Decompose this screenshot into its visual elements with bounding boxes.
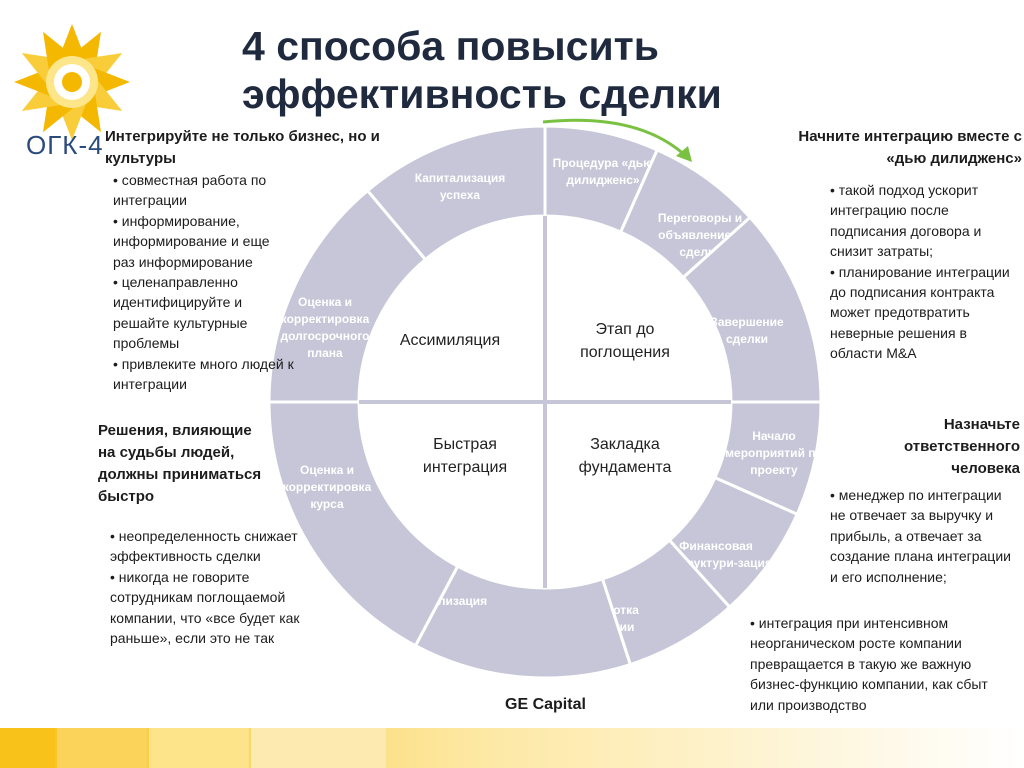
slide-title: 4 способа повысить эффективность сделки: [242, 23, 722, 117]
tip-fast-decisions-bullet: • неопределенность снижает эффективность…: [110, 528, 298, 565]
tip-business-function: • интеграция при интенсивном неорганичес…: [750, 613, 1015, 715]
tip-fast-decisions-heading: Решения, влияющие на судьбы людей, должн…: [98, 422, 262, 505]
sun-logo-icon: [14, 24, 130, 140]
tip-culture-bullet: • совместная работа по интеграции: [113, 172, 267, 209]
arrow-head-icon: [676, 146, 692, 162]
tip-culture-bullet: • целенаправленно идентифицируйте и реша…: [113, 274, 248, 352]
tip-business-function-bullet: • интеграция при интенсивном неорганичес…: [750, 615, 988, 713]
tip-responsible: • менеджер по интеграции не отвечает за …: [830, 485, 1015, 587]
tip-fast-decisions: • неопределенность снижает эффективность…: [110, 526, 300, 648]
tip-culture: Интегрируйте не только бизнес, но и куль…: [105, 126, 405, 394]
logo-text: ОГК-4: [26, 130, 104, 160]
tip-culture-heading: Интегрируйте не только бизнес, но и куль…: [105, 128, 380, 167]
tip-due-diligence-bullet: • такой подход ускорит интеграцию после …: [830, 182, 982, 260]
tip-culture-bullet: • привлеките много людей к интеграции: [113, 355, 294, 393]
footer-bar: [0, 728, 1024, 768]
tip-due-diligence-heading: Начните интеграцию вместе с «дью дилидже…: [798, 128, 1022, 167]
tip-due-diligence: • такой подход ускорит интеграцию после …: [830, 180, 1015, 364]
tip-responsible-bullet: • менеджер по интеграции не отвечает за …: [830, 487, 1011, 585]
tip-culture-bullet: • информирование, информирование и еще р…: [113, 212, 270, 270]
tip-due-diligence-bullet: • планирование интеграции до подписания …: [830, 263, 1010, 362]
ring-segment: [365, 124, 547, 262]
quadrant-label: Ассимиляция: [400, 332, 500, 349]
tip-fast-decisions-bullet: • никогда не говорите сотрудникам поглощ…: [110, 568, 300, 647]
tip-responsible-heading: Назначьте ответственного человека: [903, 416, 1020, 477]
source-label: GE Capital: [505, 696, 586, 713]
curved-arrow-icon: [542, 118, 690, 160]
logo: [10, 20, 140, 170]
